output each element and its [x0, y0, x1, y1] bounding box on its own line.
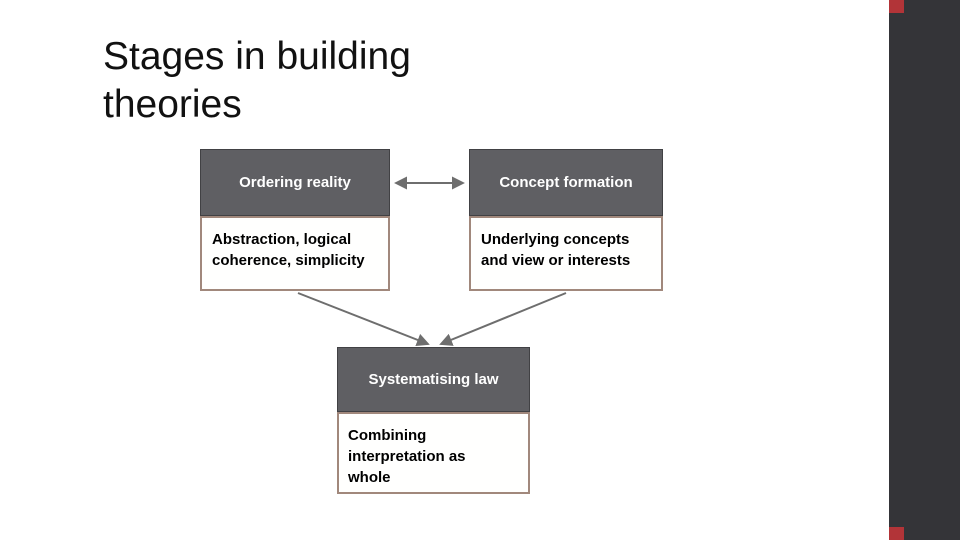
sidebar-band — [889, 0, 960, 540]
node-concept-formation-label: Concept formation — [499, 173, 633, 191]
sidebar-accent-top-square — [889, 0, 904, 13]
node-concept-formation-detail: Underlying concepts and view or interest… — [469, 216, 663, 291]
node-ordering-reality-header: Ordering reality — [200, 149, 390, 216]
node-systematising-law-detail: Combining interpretation as whole — [337, 412, 530, 494]
node-ordering-reality-label: Ordering reality — [239, 173, 351, 191]
arrow-ordering-to-law — [297, 292, 430, 347]
node-systematising-law-label: Systematising law — [368, 370, 499, 388]
arrow-concept-to-law — [439, 292, 567, 346]
node-ordering-reality-detail: Abstraction, logical coherence, simplici… — [200, 216, 390, 291]
sidebar-accent-bottom-square — [889, 527, 904, 540]
node-concept-formation-header: Concept formation — [469, 149, 663, 216]
node-systematising-law-header: Systematising law — [337, 347, 530, 412]
page-title: Stages in building theories — [103, 35, 411, 126]
